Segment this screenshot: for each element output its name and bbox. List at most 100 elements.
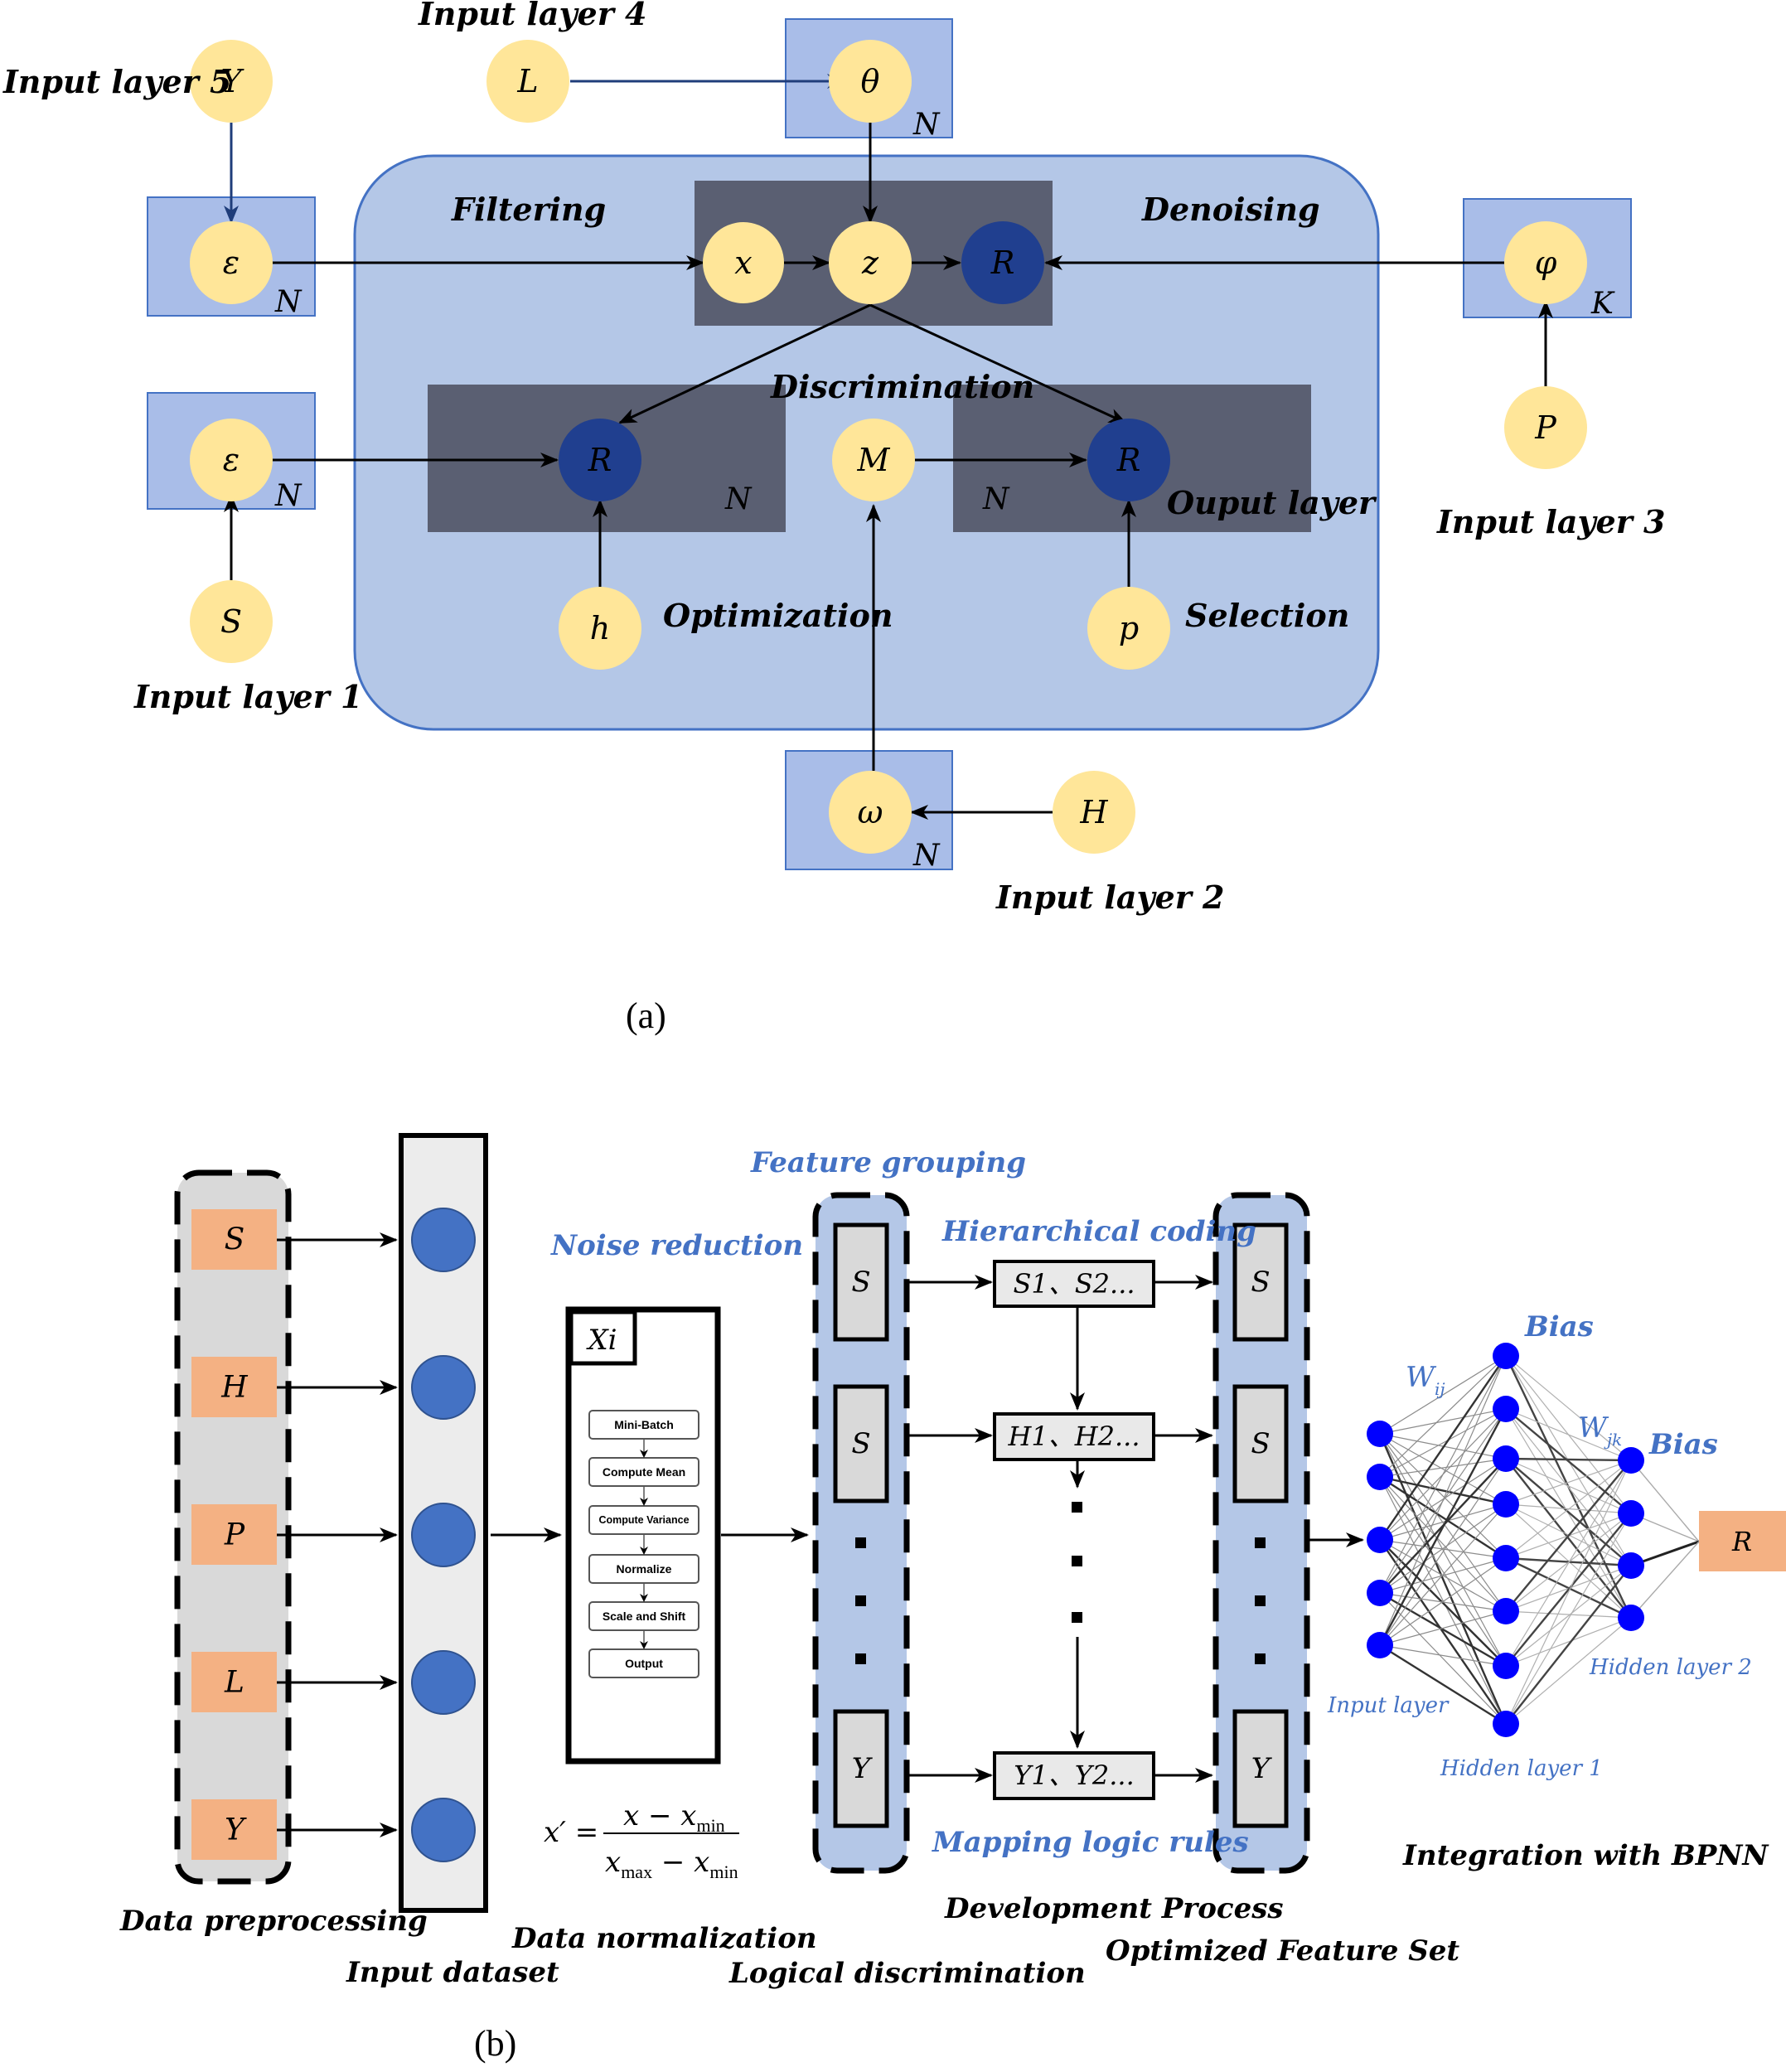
norm-step-2: Compute Mean <box>603 1465 685 1479</box>
bpnn-connection <box>1379 1503 1507 1646</box>
node-m-label: M <box>857 442 891 478</box>
group-item-3: Y <box>852 1752 874 1785</box>
bpnn-connection <box>1379 1475 1507 1560</box>
pre-item-y: Y <box>225 1813 247 1847</box>
bpnn-hidden2-node <box>1618 1605 1644 1631</box>
node-z-label: z <box>861 244 879 281</box>
bpnn-connection <box>1505 1460 1632 1505</box>
bpnn-hidden1-node <box>1493 1343 1519 1369</box>
bpnn-bias-1: Bias <box>1524 1310 1594 1343</box>
norm-steps <box>588 1410 699 1678</box>
bpnn-connection <box>1379 1408 1507 1435</box>
norm-step-3: Compute Variance <box>598 1514 689 1526</box>
bpnn-connection <box>1379 1539 1507 1667</box>
node-h-lower <box>559 587 641 670</box>
label-input-layer-2: Input layer 2 <box>995 879 1224 916</box>
node-eps-top <box>190 221 273 304</box>
formula-den-a-sub: max <box>621 1861 652 1882</box>
plate-opt-n: N <box>724 482 753 516</box>
node-s-label: S <box>220 603 242 640</box>
node-s <box>190 580 273 663</box>
bpnn-connection <box>1379 1458 1507 1646</box>
bpnn-input-node <box>1367 1421 1393 1447</box>
bpnn-connection <box>1505 1355 1632 1461</box>
bpnn-connection <box>1379 1503 1507 1594</box>
node-l-label: L <box>516 63 538 99</box>
label-selection: Selection <box>1185 597 1349 634</box>
bpnn-connection <box>1379 1644 1507 1726</box>
bpnn-input-node <box>1367 1527 1393 1553</box>
optimized-item-2: S <box>1251 1427 1270 1460</box>
formula-num: x − x <box>623 1799 696 1832</box>
svg-text:Wjk: Wjk <box>1578 1411 1622 1450</box>
coding-item-2: H1、H2... <box>1007 1421 1140 1452</box>
pre-item-h: H <box>220 1371 248 1405</box>
group-item-1: S <box>851 1266 870 1299</box>
node-x-label: x <box>734 244 752 281</box>
bpnn-connection <box>1379 1408 1507 1478</box>
feature-grouping-column <box>812 1192 910 1874</box>
coding-ellipsis <box>1072 1502 1082 1623</box>
label-logical-discrimination: Logical discrimination <box>728 1957 1086 1990</box>
coding-item-1: S1、S2... <box>1013 1268 1135 1300</box>
formula-den-a: x <box>605 1846 621 1879</box>
label-discrimination: Discrimination <box>770 368 1034 405</box>
bpnn-hidden1-node <box>1493 1598 1519 1624</box>
bpnn-connection <box>1505 1460 1632 1612</box>
node-omega <box>829 771 912 854</box>
bpnn-connection <box>1379 1355 1507 1594</box>
bpnn-connection <box>1505 1610 1632 1619</box>
bpnn-input-layer: Input layer <box>1327 1693 1450 1718</box>
bpnn-hidden2-node <box>1618 1447 1644 1474</box>
bpnn-connection <box>1630 1541 1700 1619</box>
label-optimization: Optimization <box>663 597 893 634</box>
group-items-boxes <box>833 1222 889 1828</box>
bpnn-hidden2-node <box>1618 1500 1644 1527</box>
label-data-preprocessing: Data preprocessing <box>119 1905 428 1938</box>
optimized-feature-column <box>1212 1192 1310 1874</box>
optimized-ellipsis <box>1255 1537 1266 1664</box>
bpnn-connection <box>1505 1513 1632 1725</box>
plate-omega-n: N <box>912 839 941 873</box>
node-x <box>703 222 784 303</box>
bpnn-connection <box>1379 1644 1507 1667</box>
group-ellipsis <box>855 1537 866 1664</box>
bpnn-connection <box>1379 1433 1507 1667</box>
bpnn-input-node <box>1367 1632 1393 1658</box>
bpnn-connection <box>1379 1610 1507 1646</box>
formula-lhs: x′ = <box>544 1816 598 1849</box>
bpnn-bias-2: Bias <box>1648 1428 1718 1461</box>
norm-step-1: Mini-Batch <box>614 1418 674 1431</box>
bpnn-connection <box>1505 1565 1632 1667</box>
label-optimized-feature-set: Optimized Feature Set <box>1106 1934 1459 1968</box>
node-l <box>486 40 569 123</box>
bpnn-connection <box>1505 1617 1632 1725</box>
bpnn-connection <box>1379 1433 1507 1559</box>
bpnn-hidden1-node <box>1493 1396 1519 1422</box>
bpnn-hidden-layer-1: Hidden layer 1 <box>1440 1756 1603 1781</box>
svg-text:xmax − xmin: xmax − xmin <box>605 1846 738 1882</box>
bpnn-hidden-layer-2: Hidden layer 2 <box>1589 1655 1752 1680</box>
bpnn-connection <box>1505 1460 1632 1725</box>
caption-b: (b) <box>474 2023 516 2064</box>
bpnn-connection <box>1379 1355 1507 1478</box>
bpnn-connection <box>1630 1460 1700 1542</box>
norm-box <box>565 1306 721 1765</box>
bpnn-hidden1-node <box>1493 1653 1519 1679</box>
node-p-upper-label: P <box>1534 409 1557 446</box>
label-filtering: Filtering <box>451 191 606 228</box>
node-r-right-label: R <box>1116 442 1141 478</box>
bpnn-hidden1-node <box>1493 1445 1519 1472</box>
group-item-2: S <box>851 1427 870 1460</box>
node-phi-label: φ <box>1535 244 1557 281</box>
bpnn-connection <box>1379 1355 1507 1541</box>
bpnn-connection <box>1379 1476 1507 1612</box>
formula-den-b: − x <box>652 1846 709 1879</box>
bpnn-connection <box>1505 1457 1632 1462</box>
norm-step-6: Output <box>625 1657 663 1670</box>
nodes-a <box>190 40 1587 854</box>
bpnn-connection <box>1505 1460 1632 1667</box>
bpnn-wjk: W <box>1578 1411 1609 1445</box>
node-omega-label: ω <box>858 794 883 830</box>
bpnn-output-label: R <box>1731 1526 1752 1557</box>
